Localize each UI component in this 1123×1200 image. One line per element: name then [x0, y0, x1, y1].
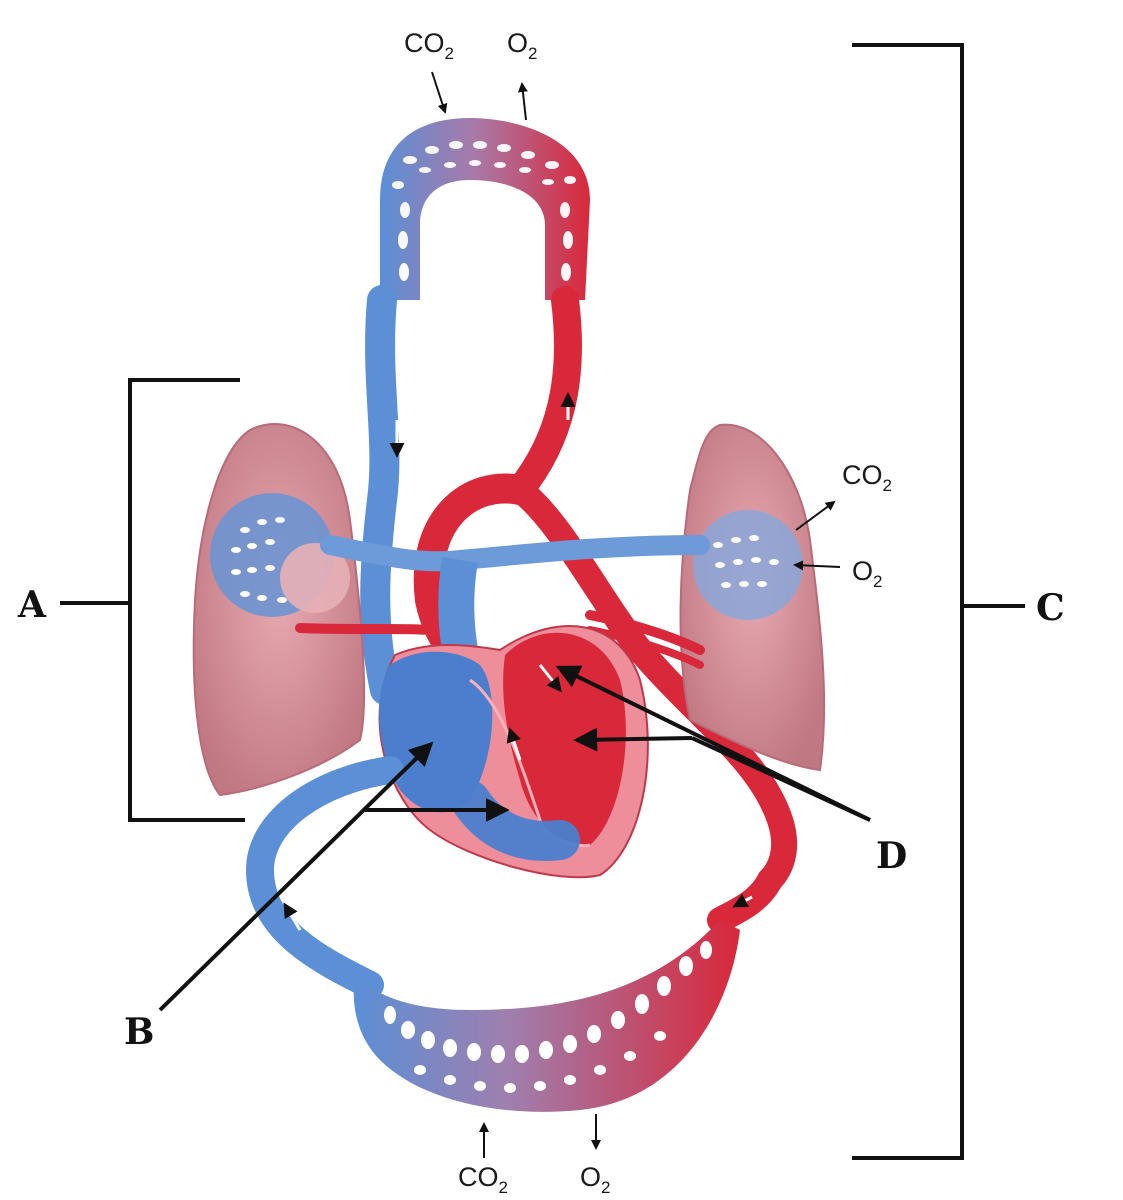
label-B: B — [124, 1011, 154, 1053]
gas-label-top-co2: CO2 — [404, 28, 454, 63]
gas-label-bottom-o2: O2 — [580, 1162, 610, 1197]
lower-capillary-bed — [353, 920, 740, 1112]
inferior-vena-cava — [245, 756, 404, 999]
upper-capillary-bed — [380, 118, 590, 300]
gas-label-bottom-co2: CO2 — [458, 1162, 508, 1197]
bracket-C — [852, 43, 1025, 1160]
bracket-A — [60, 378, 245, 822]
label-D: D — [876, 835, 907, 877]
descending-aorta — [707, 867, 783, 933]
label-C: C — [1036, 587, 1065, 629]
right-lung — [679, 423, 826, 772]
pulmonary-veins — [295, 610, 705, 669]
pointer-B — [158, 741, 510, 1012]
label-A: A — [17, 584, 47, 626]
gas-label-top-o2: O2 — [507, 28, 537, 63]
gas-label-lung-o2: O2 — [852, 556, 882, 591]
heart — [378, 625, 649, 879]
pointer-D — [555, 665, 871, 822]
left-lung — [192, 423, 366, 797]
pulmonary-arteries — [320, 535, 710, 653]
gas-arrows — [431, 71, 841, 1158]
gas-label-lung-co2: CO2 — [842, 460, 892, 495]
